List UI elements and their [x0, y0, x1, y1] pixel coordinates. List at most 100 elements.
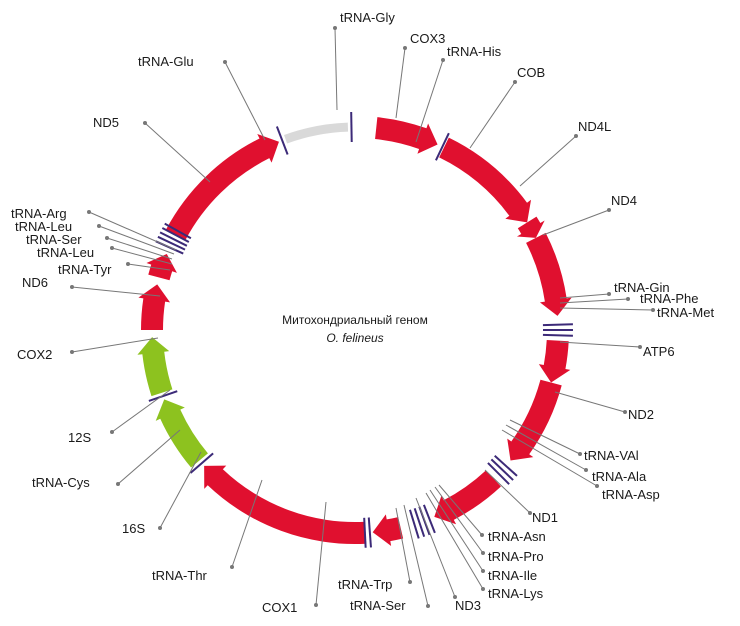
leader-dot-cox3: [403, 46, 407, 50]
center-title: Митохондриальный геном: [282, 313, 428, 327]
leader-dot-trna-leu: [97, 224, 101, 228]
leader-line-nd6: [71, 286, 161, 297]
label-trna-pro: tRNA-Pro: [488, 549, 544, 564]
leader-line-trna-glu: [224, 61, 266, 141]
leader-dot-atp6: [638, 345, 642, 349]
genome-ring: [137, 117, 572, 546]
leader-line-trna-pro: [434, 486, 484, 554]
trna-mark-trna-met: [542, 333, 573, 337]
label-trna-asp: tRNA-Asp: [602, 487, 660, 502]
label-trna-leu: tRNA-Leu: [37, 245, 94, 260]
label-nd4: ND4: [611, 193, 637, 208]
gene-arrow-cox1: [204, 465, 367, 544]
leader-dot-trna-asp: [595, 484, 599, 488]
label-trna-phe: tRNA-Phe: [640, 291, 699, 306]
trna-mark-trna-glu: [275, 126, 289, 155]
leader-dot-trna-arg: [87, 210, 91, 214]
trna-mark-trna-val: [494, 455, 518, 477]
leader-line-nd3: [415, 497, 456, 598]
label-trna-ser: tRNA-Ser: [26, 232, 82, 247]
label-trna-gin: tRNA-Gin: [614, 280, 670, 295]
leader-line-trna-ala: [505, 424, 587, 471]
leader-line-trna-cys: [117, 429, 181, 485]
leader-dot-trna-lys: [481, 587, 485, 591]
leader-dot-trna-ala: [584, 468, 588, 472]
trna-mark-trna-gly: [350, 112, 353, 143]
trna-mark-trna-his: [435, 132, 450, 161]
trna-mark-trna-cys: [148, 390, 178, 402]
leader-dot-nd6: [70, 285, 74, 289]
leader-line-12s: [111, 389, 171, 433]
label-12s: 12S: [68, 430, 91, 445]
leader-line-trna-ser: [106, 237, 173, 260]
leader-dot-nd4: [607, 208, 611, 212]
noncoding-region: [284, 122, 349, 144]
leader-line-trna-tyr: [127, 263, 171, 271]
leader-dot-trna-cys: [116, 482, 120, 486]
leader-dot-nd2: [623, 410, 627, 414]
leader-line-cox3: [395, 47, 406, 119]
trna-mark-trna-ser: [367, 517, 372, 548]
leader-line-trna-val: [509, 419, 581, 455]
trna-marks: [148, 112, 573, 548]
label-trna-gly: tRNA-Gly: [340, 10, 395, 25]
label-nd3: ND3: [455, 598, 481, 613]
leader-dot-trna-gly: [333, 26, 337, 30]
leader-line-cox1: [315, 501, 327, 606]
leader-line-nd1: [484, 469, 531, 514]
label-trna-met: tRNA-Met: [657, 305, 714, 320]
leader-line-trna-arg: [88, 211, 177, 251]
label-nd2: ND2: [628, 407, 654, 422]
trna-mark-trna-trp: [363, 517, 367, 548]
leader-line-trna-trp: [395, 507, 411, 583]
gene-arrow-nd3: [372, 514, 404, 546]
label-trna-asn: tRNA-Asn: [488, 529, 546, 544]
leader-dot-trna-ile: [481, 569, 485, 573]
leader-dot-trna-pro: [481, 551, 485, 555]
leader-dot-cob: [513, 80, 517, 84]
leader-dot-trna-tyr: [126, 262, 130, 266]
label-leaders: [70, 26, 655, 608]
trna-mark-trna-ser: [159, 231, 188, 247]
label-16s: 16S: [122, 521, 145, 536]
label-atp6: ATP6: [643, 344, 675, 359]
leader-dot-trna-glu: [223, 60, 227, 64]
leader-line-trna-asn: [438, 484, 483, 536]
gene-arrow-cob: [439, 137, 532, 223]
leader-line-nd2: [554, 391, 626, 413]
leader-dot-trna-ser: [105, 236, 109, 240]
label-trna-arg: tRNA-Arg: [11, 206, 67, 221]
leader-line-trna-thr: [231, 479, 263, 568]
label-cox1: COX1: [262, 600, 297, 615]
trna-mark-trna-ile: [413, 507, 426, 538]
gene-arrow-nd2: [507, 379, 562, 461]
leader-line-trna-his: [415, 59, 444, 143]
trna-mark-trna-asp: [487, 462, 510, 485]
leader-dot-nd3: [453, 595, 457, 599]
leader-dot-trna-leu: [110, 246, 114, 250]
trna-mark-trna-gln: [542, 323, 573, 327]
leader-dot-trna-gin: [607, 292, 611, 296]
label-nd5: ND5: [93, 115, 119, 130]
label-nd1: ND1: [532, 510, 558, 525]
gene-arrow-atp6: [538, 340, 571, 383]
gene-arrow-nd6: [146, 253, 177, 281]
leader-dot-trna-val: [578, 452, 582, 456]
leader-line-trna-ile: [429, 489, 484, 572]
label-trna-val: tRNA-VAl: [584, 448, 639, 463]
leader-dot-cox2: [70, 350, 74, 354]
leader-line-trna-met: [559, 307, 654, 311]
label-trna-cys: tRNA-Cys: [32, 475, 90, 490]
leader-dot-trna-trp: [408, 580, 412, 584]
gene-arrow-nd4: [526, 232, 572, 316]
label-trna-his: tRNA-His: [447, 44, 502, 59]
leader-line-16s: [159, 451, 202, 529]
leader-line-nd5: [144, 122, 211, 183]
leader-line-trna-gin: [559, 293, 610, 299]
leader-line-trna-gly: [334, 27, 338, 111]
label-cox2: COX2: [17, 347, 52, 362]
gene-arrow-nd4l: [516, 216, 545, 238]
label-trna-tyr: tRNA-Tyr: [58, 262, 112, 277]
leader-line-nd4l: [519, 135, 577, 187]
